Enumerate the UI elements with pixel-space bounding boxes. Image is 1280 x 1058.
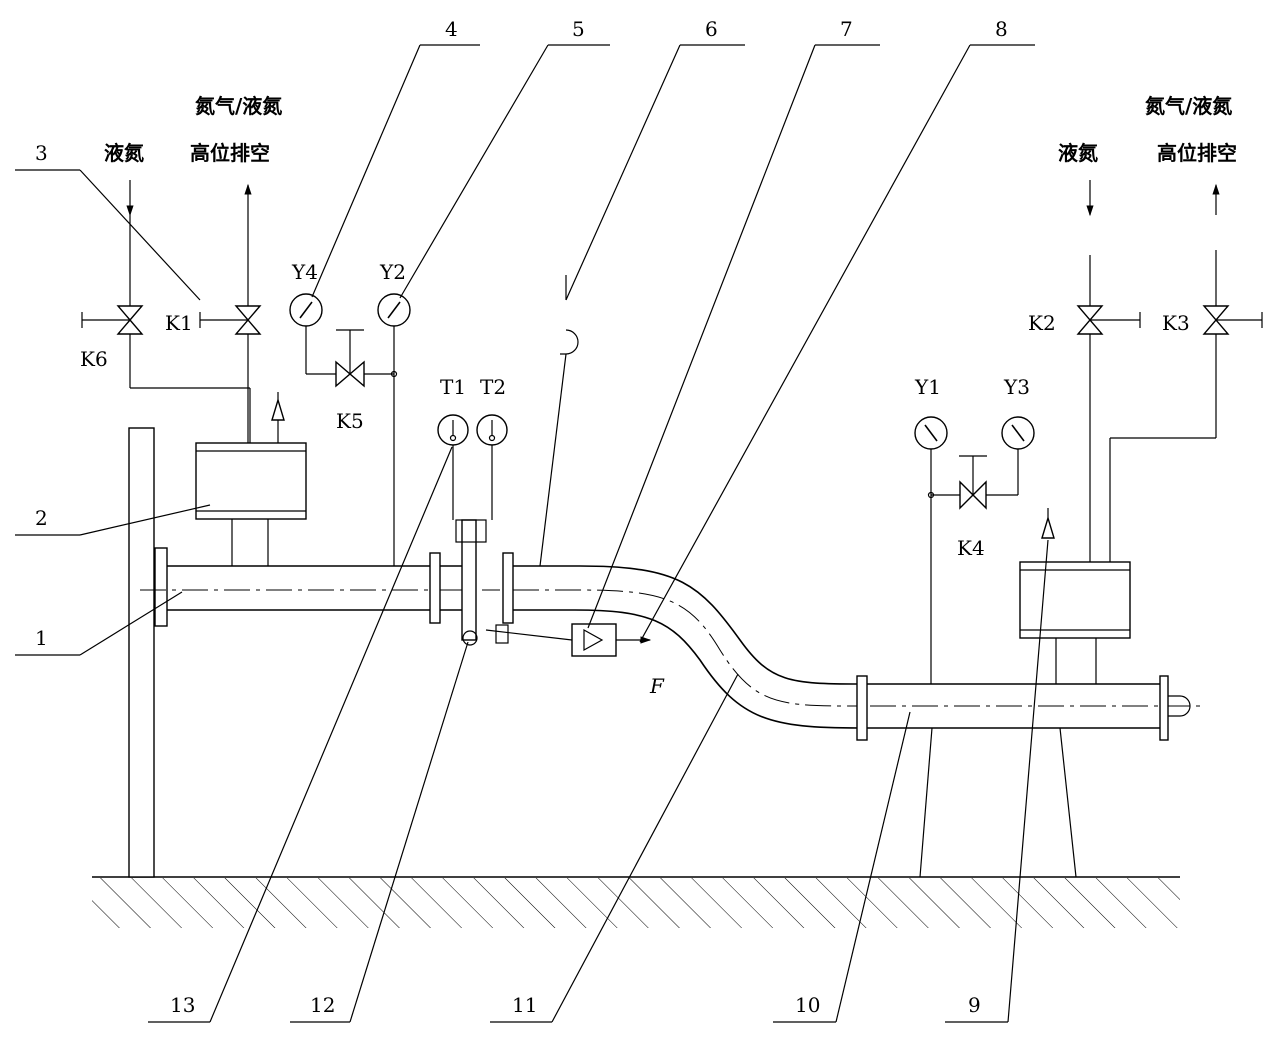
valve-k6 xyxy=(116,305,144,335)
valve-k2 xyxy=(1076,305,1104,335)
callout-12: 12 xyxy=(310,993,335,1017)
callout-8: 8 xyxy=(995,17,1008,41)
force-sensor: F xyxy=(571,623,665,698)
pipe-supports xyxy=(919,727,1077,878)
callout-9: 9 xyxy=(968,993,981,1017)
k1-label: K1 xyxy=(165,311,193,335)
t1-label: T1 xyxy=(440,375,466,399)
t2-label: T2 xyxy=(480,375,506,399)
hook-indicator xyxy=(539,275,579,567)
left-media-label: 氮气/液氮 xyxy=(195,94,282,118)
callout-1: 1 xyxy=(35,626,48,650)
gauge-group-right xyxy=(914,416,1035,684)
right-vessel xyxy=(1019,508,1131,684)
left-vessel xyxy=(195,392,307,566)
y3-label: Y3 xyxy=(1003,375,1030,399)
left-vent-label: 高位排空 xyxy=(190,141,270,165)
valve-k1 xyxy=(234,305,262,335)
thermometers xyxy=(437,414,508,520)
y1-label: Y1 xyxy=(914,375,941,399)
k6-label: K6 xyxy=(80,347,108,371)
y2-label: Y2 xyxy=(379,260,406,284)
left-ln2-label: 液氮 xyxy=(104,141,144,165)
k3-label: K3 xyxy=(1162,311,1190,335)
y4-label: Y4 xyxy=(291,260,318,284)
callout-7: 7 xyxy=(840,17,853,41)
k4-label: K4 xyxy=(957,536,985,560)
gauge-group-left xyxy=(289,293,411,566)
callout-6: 6 xyxy=(705,17,718,41)
valve-k3 xyxy=(1202,305,1230,335)
callout-3: 3 xyxy=(35,141,48,165)
k2-label: K2 xyxy=(1028,311,1056,335)
ground xyxy=(92,876,1180,928)
callout-13: 13 xyxy=(170,993,195,1017)
callout-4: 4 xyxy=(445,17,458,41)
callout-11: 11 xyxy=(512,993,537,1017)
right-valve-lines xyxy=(1086,180,1263,562)
right-vent-label: 高位排空 xyxy=(1157,141,1237,165)
wall-support xyxy=(128,427,155,878)
k5-label: K5 xyxy=(336,409,364,433)
right-media-label: 氮气/液氮 xyxy=(1145,94,1232,118)
force-label: F xyxy=(649,674,665,698)
callout-leaders xyxy=(15,44,1049,1023)
callout-2: 2 xyxy=(35,506,48,530)
loading-device xyxy=(455,519,573,646)
callout-10: 10 xyxy=(795,993,820,1017)
right-ln2-label: 液氮 xyxy=(1058,141,1098,165)
callout-5: 5 xyxy=(572,17,585,41)
